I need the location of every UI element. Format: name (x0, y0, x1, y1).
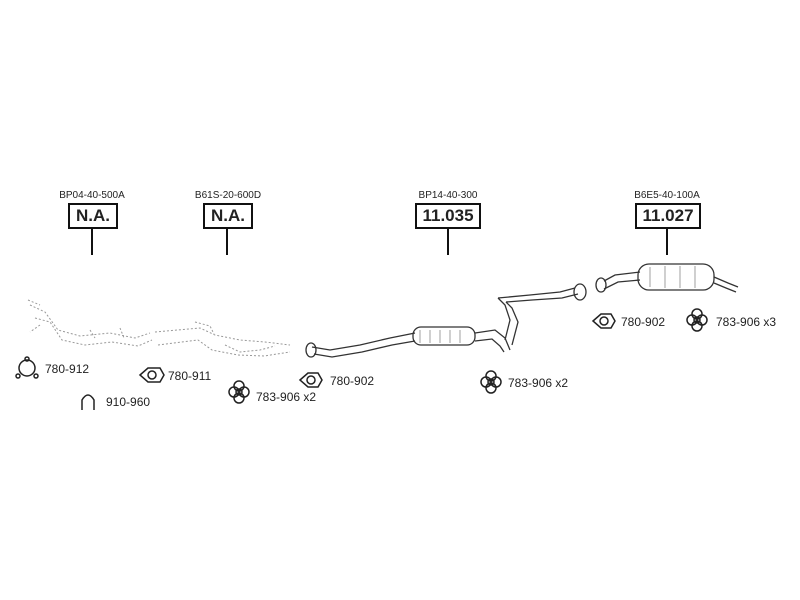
gasket-icon (138, 367, 165, 383)
u-bolt-icon (81, 394, 95, 410)
part-oem-number: B61S-20-600D (194, 190, 262, 201)
part-reference-box[interactable]: N.A. (203, 203, 253, 229)
accessory-label: 783-906 x2 (256, 390, 317, 404)
part-oem-number: BP14-40-300 (418, 190, 478, 201)
center-pipe-11-035 (305, 283, 587, 358)
catalytic-converter-ghost (154, 321, 291, 357)
gasket-icon (591, 313, 616, 329)
front-pipe-ghost (27, 299, 153, 347)
part-leader-line (226, 229, 228, 255)
part-leader-line (666, 229, 668, 255)
rubber-hanger-icon (228, 380, 250, 404)
part-leader-line (91, 229, 93, 255)
part-oem-number: B6E5-40-100A (634, 190, 700, 201)
accessory-label: 783-906 x3 (716, 315, 777, 329)
rear-muffler-shading (649, 266, 696, 288)
center-pipe-shading (419, 330, 461, 343)
part-leader-line (447, 229, 449, 255)
accessory-label: 780-902 (621, 315, 666, 329)
clamp-icon (15, 356, 39, 379)
part-oem-number: BP04-40-500A (59, 190, 125, 201)
part-reference-box[interactable]: N.A. (68, 203, 118, 229)
accessory-label: 910-960 (106, 395, 151, 409)
rubber-hanger-icon (480, 370, 502, 394)
accessory-label: 780-911 (168, 369, 212, 383)
part-reference-box[interactable]: 11.027 (635, 203, 701, 229)
accessory-label: 780-912 (45, 362, 90, 376)
rubber-hanger-icon (686, 308, 708, 332)
part-reference-box[interactable]: 11.035 (415, 203, 481, 229)
rear-muffler-11-027 (595, 263, 739, 293)
accessory-label: 783-906 x2 (508, 376, 569, 390)
gasket-icon (298, 372, 323, 388)
accessory-label: 780-902 (330, 374, 375, 388)
